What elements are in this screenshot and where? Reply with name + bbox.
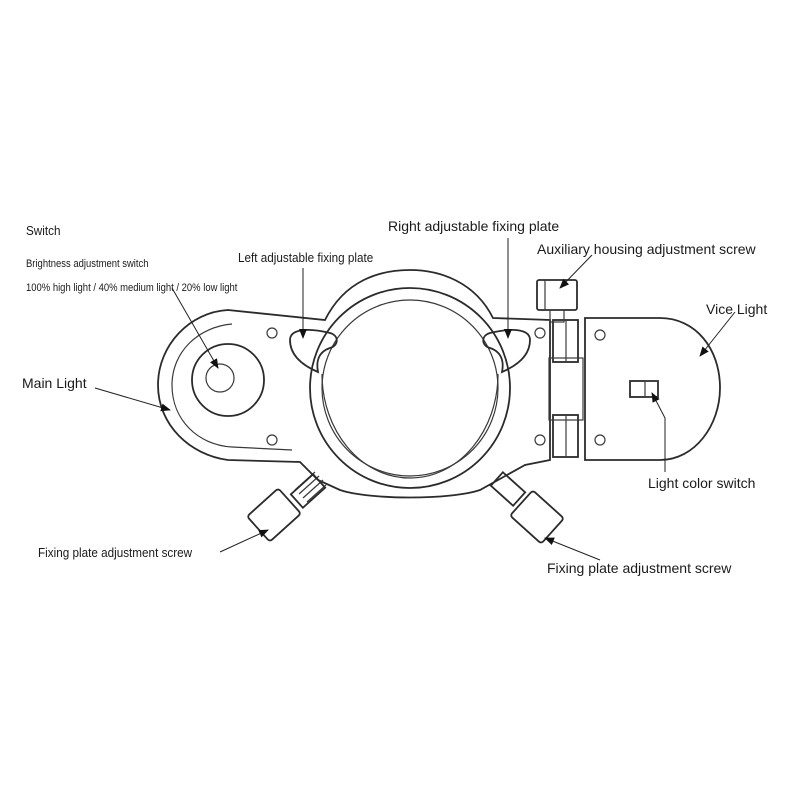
screw-hole [266, 327, 278, 339]
main-light-label: Main Light [22, 375, 87, 391]
auxiliary-screw [536, 279, 578, 323]
left-screw-label: Fixing plate adjustment screw [38, 545, 193, 560]
screw-hole [534, 434, 546, 446]
right-plate-label: Right adjustable fixing plate [388, 218, 560, 234]
leader-lines [94, 238, 736, 561]
switch-description-label: Brightness adjustment switch [26, 258, 149, 270]
main-light-lens [191, 343, 265, 417]
right-screw-label: Fixing plate adjustment screw [547, 560, 732, 576]
light-color-switch-body [629, 380, 659, 398]
main-housing [157, 269, 551, 499]
light-color-switch-label: Light color switch [648, 475, 756, 491]
vice-light-housing [584, 317, 721, 461]
screw-hole [594, 329, 606, 341]
right-adjustment-screw [489, 471, 564, 544]
clamp-ring [309, 287, 511, 489]
auxiliary-screw-label: Auxiliary housing adjustment screw [537, 241, 756, 257]
left-plate-label: Left adjustable fixing plate [238, 250, 374, 265]
screw-hole [594, 434, 606, 446]
screw-hole [534, 327, 546, 339]
left-adjustment-screw [247, 471, 327, 542]
screw-hole [266, 434, 278, 446]
vice-light-label: Vice Light [706, 301, 768, 317]
left-fixing-plate [289, 329, 338, 374]
main-light-switch [205, 363, 235, 393]
switch-levels-label: 100% high light / 40% medium light / 20%… [26, 282, 238, 294]
hinge [548, 319, 584, 458]
switch-title-label: Switch [26, 223, 61, 238]
